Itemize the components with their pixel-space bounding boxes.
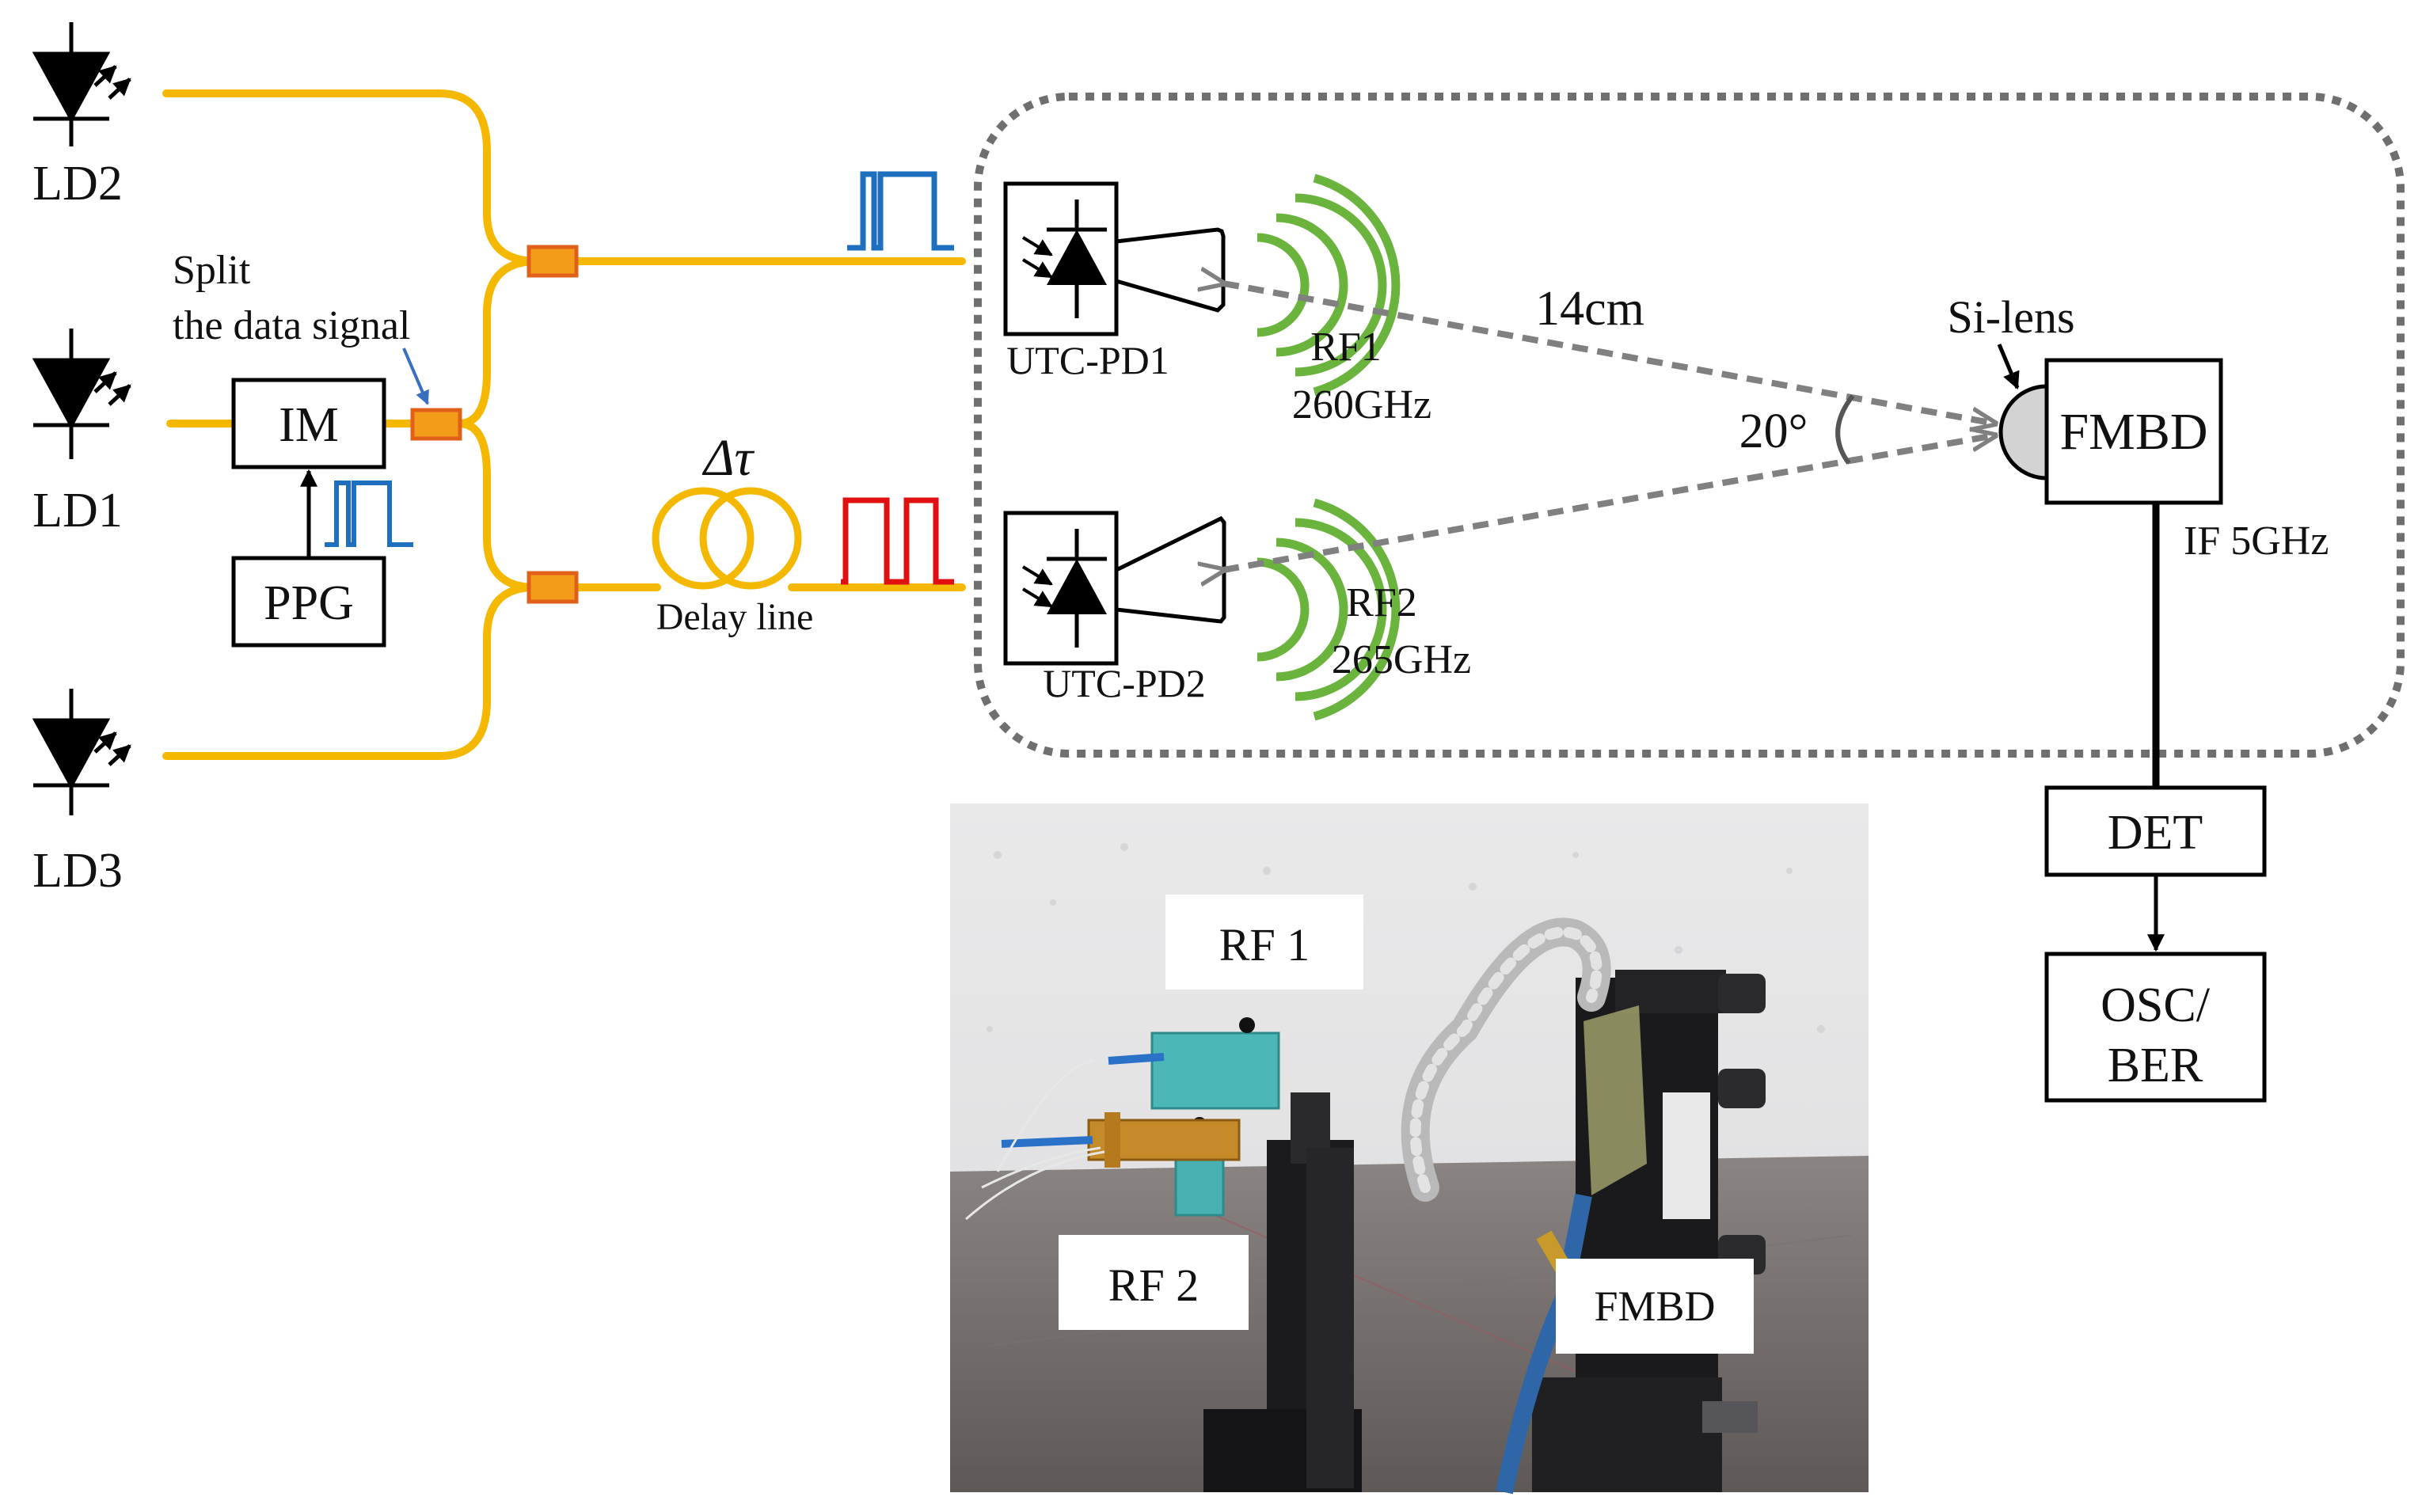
si-lens-label: Si-lens (1947, 291, 2074, 343)
beam-path-rf1 (1223, 283, 1995, 424)
coupler-lower (527, 571, 579, 604)
experiment-photo (950, 803, 1869, 1495)
osc-label-line1: OSC/ (2101, 978, 2211, 1032)
fmbd-label: FMBD (2059, 403, 2207, 461)
angle-arc (1835, 394, 1855, 465)
ppg-label: PPG (264, 576, 354, 630)
laser-diode-ld3-icon (32, 689, 131, 815)
delay-line-coil (652, 487, 802, 590)
im-block (231, 378, 386, 469)
photo-fmbd-tag: FMBD (1594, 1282, 1715, 1330)
if-freq-label: IF 5GHz (2184, 519, 2329, 564)
rf1-name-label: RF1 (1310, 325, 1382, 370)
ppg-pulse-waveform (325, 481, 413, 547)
si-lens-pointer (1997, 344, 2020, 390)
det-block (2044, 785, 2267, 877)
beam-path-rf2 (1223, 435, 1995, 570)
delay-line-label: Delay line (656, 596, 814, 638)
ld1-label: LD1 (32, 484, 123, 538)
rf2-freq-label: 265GHz (1332, 637, 1471, 682)
enclosure-outline (974, 93, 2405, 758)
osc-ber-block (2044, 952, 2267, 1103)
osc-label-line2: BER (2108, 1039, 2203, 1092)
laser-diode-ld2-icon (32, 22, 131, 146)
rf2-name-label: RF2 (1346, 580, 1417, 625)
utc-pd2-module (1003, 511, 1226, 666)
lower-pulse-waveform (841, 497, 954, 585)
im-label: IM (279, 398, 339, 452)
det-label: DET (2108, 806, 2203, 860)
split-label-line1: Split (173, 248, 251, 293)
ppg-block (231, 556, 386, 648)
utc-pd1-label: UTC-PD1 (1006, 338, 1169, 382)
ld2-label: LD2 (32, 157, 123, 211)
split-pointer-arrow (402, 348, 429, 405)
laser-diode-ld1-icon (32, 329, 131, 459)
rf1-freq-label: 260GHz (1292, 382, 1431, 427)
utc-pd1-module (1003, 181, 1226, 336)
si-lens-icon (1998, 384, 2049, 481)
coupler-split (410, 408, 462, 441)
ld3-label: LD3 (32, 844, 123, 898)
coupler-upper (527, 245, 579, 278)
fiber-network (162, 89, 966, 760)
photo-rf1-tag: RF 1 (1219, 919, 1310, 971)
upper-pulse-waveform (847, 171, 954, 251)
angle-label: 20° (1739, 405, 1808, 458)
distance-label: 14cm (1535, 282, 1644, 336)
utc-pd2-label: UTC-PD2 (1043, 661, 1206, 705)
fmbd-block (2044, 358, 2223, 505)
split-label-line2: the data signal (173, 303, 410, 348)
delay-symbol: Δτ (701, 429, 755, 487)
photo-rf2-tag: RF 2 (1108, 1259, 1199, 1311)
